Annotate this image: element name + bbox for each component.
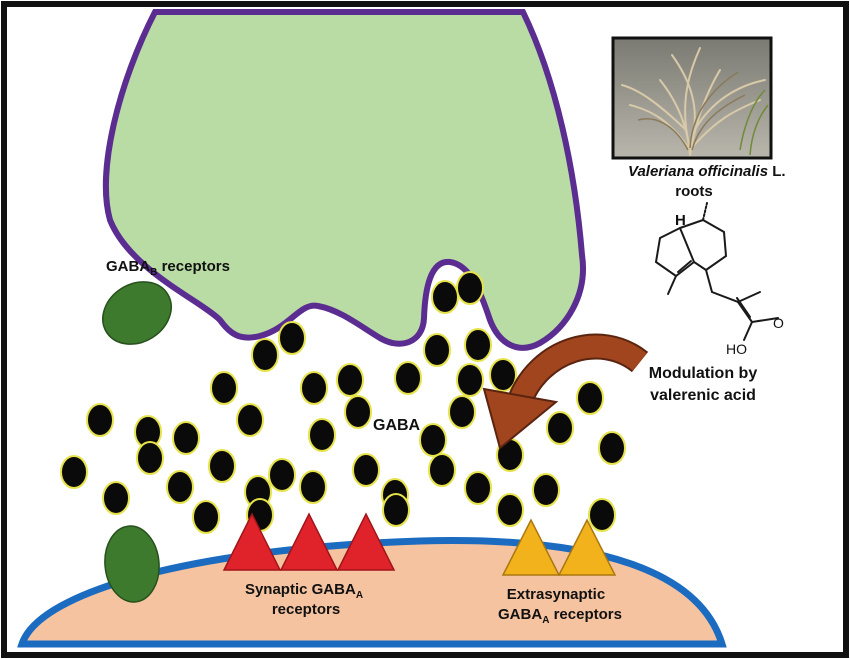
synaptic-label-line2: receptors (272, 601, 340, 618)
gaba-b-sub: B (150, 267, 157, 278)
gaba-b-receptor-top (102, 281, 172, 345)
gaba-molecule (352, 453, 380, 487)
synaptic-gaba-a-receptor-2 (279, 512, 339, 571)
gaba-molecule (172, 421, 200, 455)
gaba-molecule (86, 403, 114, 437)
synaptic-sub: A (356, 590, 363, 601)
gaba-molecule (102, 481, 130, 515)
gaba-molecule (236, 403, 264, 437)
gaba-b-receptors-label: GABAB receptors (106, 258, 230, 278)
gaba-molecule (382, 493, 410, 527)
gaba-molecule (60, 455, 88, 489)
synaptic-label-line1: Synaptic GABAA (245, 581, 363, 601)
extrasynaptic-label-line1: Extrasynaptic (507, 586, 605, 603)
molecule-ho-label: HO (726, 341, 747, 357)
gaba-b-main: GABA (106, 258, 150, 275)
gaba-molecules (60, 271, 626, 534)
gaba-molecule (532, 473, 560, 507)
gaba-molecule (598, 431, 626, 465)
gaba-molecule (336, 363, 364, 397)
gaba-molecule (210, 371, 238, 405)
gaba-molecule (456, 271, 484, 305)
gaba-molecule (268, 458, 296, 492)
gaba-molecule (278, 321, 306, 355)
gaba-molecule (136, 441, 164, 475)
gaba-molecule (423, 333, 451, 367)
gaba-molecule (588, 498, 616, 532)
gaba-molecule (489, 358, 517, 392)
gaba-label: GABA (373, 417, 421, 434)
gaba-molecule (464, 328, 492, 362)
extrasynaptic-gaba-a-receptor-1 (501, 518, 561, 576)
gaba-molecule (546, 411, 574, 445)
synaptic-main: Synaptic GABA (245, 581, 356, 598)
molecule-h-label: H (675, 212, 686, 229)
gaba-molecule (448, 395, 476, 429)
gaba-molecule (394, 361, 422, 395)
gaba-molecule (456, 363, 484, 397)
modulation-label-line2: valerenic acid (650, 387, 756, 404)
gaba-molecule (300, 371, 328, 405)
gaba-molecule (192, 500, 220, 534)
gaba-b-suffix: receptors (157, 258, 230, 275)
gaba-molecule (344, 395, 372, 429)
plant-label-line2: roots (675, 183, 713, 200)
presynaptic-terminal (102, 9, 586, 351)
plant-species-name: Valeriana officinalis (628, 163, 768, 180)
gaba-molecule (166, 470, 194, 504)
gaba-molecule (208, 449, 236, 483)
extrasynaptic-label-line2: GABAA receptors (498, 606, 622, 626)
valerian-root-photo (611, 36, 773, 160)
extrasynaptic-sub: A (542, 615, 549, 626)
synaptic-gaba-a-receptor-3 (336, 512, 396, 571)
gaba-molecule (419, 423, 447, 457)
gaba-molecule (576, 381, 604, 415)
plant-species-suffix: L. (768, 163, 786, 180)
modulation-label-line1: Modulation by (649, 365, 758, 382)
modulation-arrow (482, 333, 649, 450)
extrasynaptic-suffix: receptors (549, 606, 622, 623)
valerenic-acid-structure (654, 202, 779, 341)
extrasynaptic-main: GABA (498, 606, 542, 623)
gaba-molecule (464, 471, 492, 505)
synaptic-gaba-a-receptor-1 (222, 512, 282, 571)
gaba-molecule (428, 453, 456, 487)
gaba-molecule (496, 493, 524, 527)
gaba-molecule (299, 470, 327, 504)
gaba-molecule (431, 280, 459, 314)
gaba-molecule (251, 338, 279, 372)
extrasynaptic-gaba-a-receptor-2 (557, 518, 617, 576)
molecule-o-label: O (773, 315, 784, 331)
gaba-b-receptor-bottom (104, 525, 160, 603)
plant-label-line1: Valeriana officinalis L. (628, 163, 786, 180)
gaba-molecule (308, 418, 336, 452)
